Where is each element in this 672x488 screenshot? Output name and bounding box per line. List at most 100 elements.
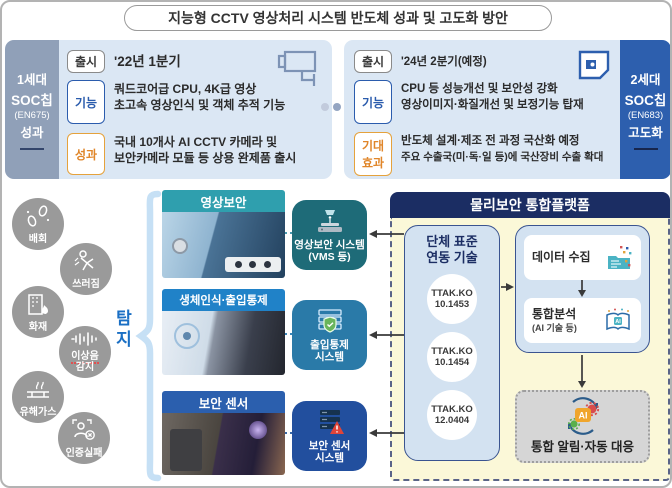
svg-text:AI: AI xyxy=(578,411,587,421)
process-step-analyze-sub: (AI 기술 등) xyxy=(532,322,577,333)
gen1-feature-line2: 초고속 영상인식 및 객체 추적 기능 xyxy=(114,98,286,112)
gen1-result-line2: 보안카메라 모듈 등 상용 완제품 출시 xyxy=(114,151,297,165)
response-box: AI 통합 알림·자동 대응 xyxy=(515,390,650,463)
system-vms-line1: 영상보안 시스템 xyxy=(294,239,365,251)
gen1-side-line1: 1세대 xyxy=(17,73,47,87)
chip-icon xyxy=(578,50,610,80)
system-sensor-line1: 보안 센서 xyxy=(308,440,351,452)
gen2-side-line4: 고도화 xyxy=(628,126,663,140)
gen1-result-line1: 국내 10개사 AI CCTV 카메라 및 xyxy=(114,135,278,149)
gen2-side-underline xyxy=(633,148,658,150)
process-step-collect-label: 데이터 수집 xyxy=(532,250,591,264)
page-title: 지능형 CCTV 영상처리 시스템 반도체 성과 및 고도화 방안 xyxy=(124,5,552,31)
panel-gen1: 1세대 SOC칩 (EN675) 성과 출시 '22년 1분기 기능 쿼드코어급… xyxy=(5,40,332,179)
gen1-side-underline xyxy=(20,148,44,150)
ai-auto-response-icon: AI xyxy=(567,397,599,435)
detection-fire: 화재 xyxy=(12,286,64,338)
standard-circle-1: TTAK.KO 10.1453 xyxy=(427,274,477,324)
gen1-release-row: 출시 '22년 1분기 xyxy=(67,50,181,73)
gen1-result-row: 성과 국내 10개사 AI CCTV 카메라 및 보안카메라 모듈 등 상용 완… xyxy=(67,133,296,175)
svg-text:AI: AI xyxy=(615,319,621,325)
sound-wave-icon xyxy=(71,332,97,346)
gen1-side-line4: 성과 xyxy=(20,126,44,140)
gen2-side-line2: SOC칩 xyxy=(624,93,667,108)
gen2-effect-badge-line1: 기대 xyxy=(361,139,385,153)
category-access-control-title: 생체인식·출입통제 xyxy=(162,289,285,311)
gen2-effect-badge: 기대 효과 xyxy=(354,132,392,176)
gen2-feature-line1: CPU 등 성능개선 및 보안성 강화 xyxy=(401,83,558,95)
sensor-system-icon xyxy=(319,410,344,434)
process-step-collect: 데이터 수집 xyxy=(524,235,641,280)
platform-title: 물리보안 통합플랫폼 xyxy=(390,192,670,218)
gen1-side-label: 1세대 SOC칩 (EN675) 성과 xyxy=(5,40,59,179)
sensor-device-photo xyxy=(170,429,202,471)
data-collect-icon xyxy=(608,245,632,269)
gen2-body: 출시 '24년 2분기(예정) 기능 CPU 등 성능개선 및 보안성 강화 영… xyxy=(344,40,620,179)
gen2-side-label: 2세대 SOC칩 (EN683) 고도화 xyxy=(620,40,670,179)
iris-scan-photo xyxy=(174,323,200,349)
gen2-effect-row: 기대 효과 반도체 설계·제조 전 과정 국산화 예정 주요 수출국(미·독·일… xyxy=(354,132,603,176)
detection-auth-fail: 인증실패 xyxy=(58,412,110,464)
category-video-security-title: 영상보안 xyxy=(162,190,285,212)
gen2-release-row: 출시 '24년 2분기(예정) xyxy=(354,50,487,73)
category-security-sensor-photo xyxy=(162,413,285,475)
gen2-release-badge: 출시 xyxy=(354,50,392,73)
process-box: 데이터 수집 통합분석 (AI 기술 등) AI xyxy=(515,225,650,353)
access-system-icon xyxy=(317,309,342,333)
gen1-feature-line1: 쿼드코어급 CPU, 4K급 영상 xyxy=(114,82,257,96)
auth-fail-icon xyxy=(72,419,95,440)
gen1-feature-row: 기능 쿼드코어급 CPU, 4K급 영상 초고속 영상인식 및 객체 추적 기능 xyxy=(67,80,285,124)
gas-leak-icon xyxy=(27,381,49,398)
system-access-line2: 시스템 xyxy=(315,351,344,363)
gen1-side-line2: SOC칩 xyxy=(11,93,53,108)
dome-camera-photo xyxy=(172,238,188,254)
gen1-side-line3: (EN675) xyxy=(14,110,50,121)
fall-icon xyxy=(74,250,94,271)
category-security-sensor-title: 보안 센서 xyxy=(162,391,285,413)
detection-sound-line2: 감지 xyxy=(75,362,95,373)
system-vms-line2: (VMS 등) xyxy=(308,251,351,263)
standards-box: 단체 표준 연동 기술 TTAK.KO 10.1453 TTAK.KO 10.1… xyxy=(404,225,500,461)
detection-sound-line1: 이상음 xyxy=(71,351,99,364)
system-sensor: 보안 센서 시스템 xyxy=(292,401,367,471)
gen1-result-badge: 성과 xyxy=(67,133,105,175)
cctv-camera-icon xyxy=(277,50,317,86)
gen1-release-value: '22년 1분기 xyxy=(114,54,181,69)
standard-circle-2: TTAK.KO 10.1454 xyxy=(427,332,477,382)
system-vms: 영상보안 시스템 (VMS 등) xyxy=(292,200,367,270)
gen1-release-badge: 출시 xyxy=(67,50,105,73)
gen1-feature-badge: 기능 xyxy=(67,80,105,124)
detection-abnormal-sound: 이상음 감지 xyxy=(59,326,111,378)
gen2-effect-line1: 반도체 설계·제조 전 과정 국산화 예정 xyxy=(401,135,580,147)
detection-loitering: 배회 xyxy=(12,198,64,250)
panel-gen2: 출시 '24년 2분기(예정) 기능 CPU 등 성능개선 및 보안성 강화 영… xyxy=(344,40,670,179)
gen2-side-line1: 2세대 xyxy=(630,73,661,87)
response-label: 통합 알림·자동 대응 xyxy=(530,440,635,454)
system-sensor-line2: 시스템 xyxy=(315,452,344,464)
category-security-sensor: 보안 센서 xyxy=(162,391,285,475)
detection-gas: 유해가스 xyxy=(12,371,64,423)
dot-1 xyxy=(321,103,329,111)
standards-title-line1: 단체 표준 xyxy=(426,234,478,249)
process-step-analyze: 통합분석 (AI 기술 등) AI xyxy=(524,298,641,343)
detection-fall: 쓰러짐 xyxy=(60,243,112,295)
gen1-body: 출시 '22년 1분기 기능 쿼드코어급 CPU, 4K급 영상 초고속 영상인… xyxy=(59,40,332,179)
category-access-control-photo xyxy=(162,311,285,375)
standards-title-line2: 연동 기술 xyxy=(426,250,478,265)
gen2-effect-line2: 주요 수출국(미·독·일 등)에 국산장비 수출 확대 xyxy=(401,151,604,163)
ai-analysis-icon: AI xyxy=(606,308,630,330)
fire-icon xyxy=(28,294,48,315)
process-step-analyze-label: 통합분석 xyxy=(532,306,577,321)
category-access-control: 생체인식·출입통제 xyxy=(162,289,285,375)
category-video-security-photo xyxy=(162,212,285,278)
system-access: 출입통제 시스템 xyxy=(292,300,367,370)
standard-circle-3: TTAK.KO 12.0404 xyxy=(427,390,477,440)
gen2-feature-line2: 영상이미지·화질개선 및 보정기능 탑재 xyxy=(401,99,584,111)
loitering-icon xyxy=(26,205,50,227)
sensor-glow-photo xyxy=(249,421,267,439)
category-video-security: 영상보안 xyxy=(162,190,285,278)
system-access-line1: 출입통제 xyxy=(310,339,349,351)
vms-system-icon xyxy=(317,210,342,232)
dot-2 xyxy=(332,103,341,111)
